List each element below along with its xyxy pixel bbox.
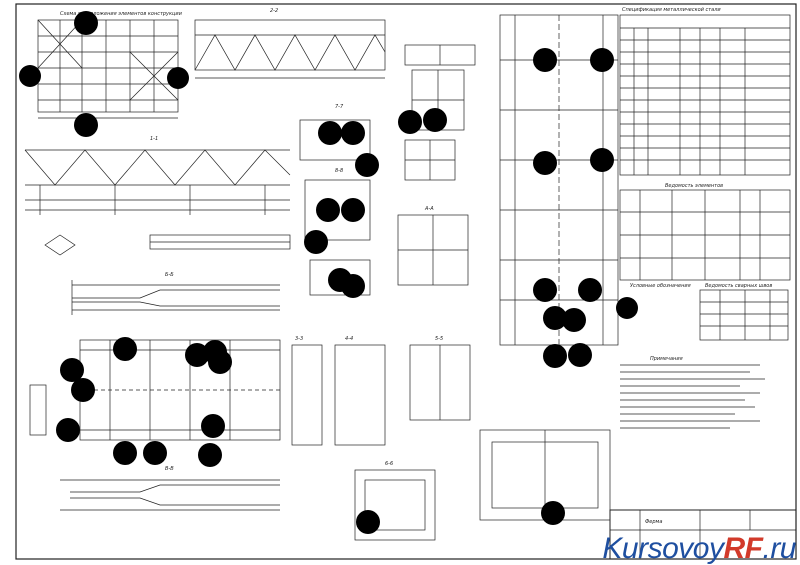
section-label: 3-3 [295, 336, 303, 342]
notes-title: Примечания [650, 356, 683, 362]
section-label: 5-5 [435, 336, 443, 342]
redaction-dot [533, 278, 557, 302]
redaction-dot [113, 441, 137, 465]
section-label: Б-Б [165, 272, 174, 278]
watermark-logo: KursovoyRF.ru [602, 533, 796, 565]
elements-title: Ведомость элементов [665, 183, 723, 189]
redaction-dot [341, 198, 365, 222]
welds-title: Ведомость сварных швов [705, 283, 772, 289]
redaction-dot [543, 344, 567, 368]
redaction-dot [316, 198, 340, 222]
title-block-stamp: Ферма [645, 519, 662, 525]
section-label: 6-6 [385, 461, 393, 467]
redaction-dot [185, 343, 209, 367]
legend-title: Условные обозначения [630, 283, 691, 289]
redaction-dot [423, 108, 447, 132]
redaction-dot [578, 278, 602, 302]
redaction-dot [56, 418, 80, 442]
redaction-dot [208, 350, 232, 374]
redaction-dot [356, 510, 380, 534]
scheme-title: Схема расположения элементов конструкции [60, 11, 183, 17]
redaction-dot [71, 378, 95, 402]
redaction-dot [318, 121, 342, 145]
watermark-kursovoy: Kursovoy [602, 532, 724, 565]
redaction-dot [590, 48, 614, 72]
redaction-dot [167, 67, 189, 89]
watermark-rf: RF [723, 532, 763, 565]
section-label: А-А [424, 206, 434, 212]
redaction-dot [341, 121, 365, 145]
section-label: В-В [165, 466, 174, 472]
redaction-dot [616, 297, 638, 319]
redaction-dot [74, 113, 98, 137]
redaction-dot [355, 153, 379, 177]
redaction-dot [74, 11, 98, 35]
redaction-dot [201, 414, 225, 438]
redaction-dot [60, 358, 84, 382]
redaction-dot [113, 337, 137, 361]
watermark-ru: .ru [762, 532, 796, 565]
redaction-dot [143, 441, 167, 465]
redaction-dot [398, 110, 422, 134]
section-label: 8-8 [335, 168, 343, 174]
redaction-dot [198, 443, 222, 467]
redaction-dot [568, 343, 592, 367]
section-label: 7-7 [335, 104, 344, 110]
section-label: 1-1 [150, 136, 158, 142]
redaction-dot [543, 306, 567, 330]
section-label: 4-4 [345, 336, 353, 342]
section-label: 2-2 [270, 8, 278, 14]
redaction-dot [541, 501, 565, 525]
redaction-dot [341, 274, 365, 298]
spec-title: Спецификация металлической стали [622, 7, 721, 13]
redaction-dot [533, 151, 557, 175]
redaction-dot [590, 148, 614, 172]
redaction-dot [19, 65, 41, 87]
redaction-dot [562, 308, 586, 332]
redaction-dot [533, 48, 557, 72]
redaction-dot [304, 230, 328, 254]
